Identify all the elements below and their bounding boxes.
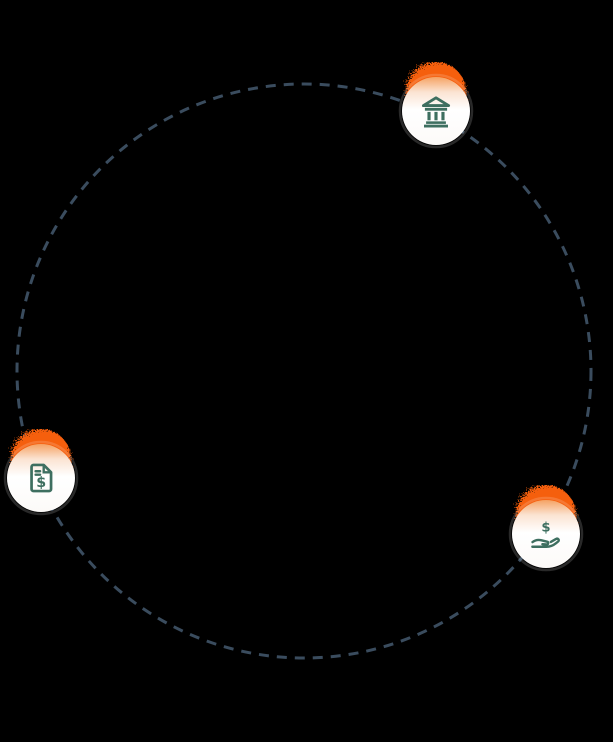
invoice-document-icon: $	[30, 463, 53, 493]
document-text-lines	[34, 470, 42, 476]
bank-column	[427, 111, 431, 121]
disc-halo	[398, 73, 474, 149]
document-outline	[30, 463, 53, 493]
hand-thumb	[531, 538, 550, 546]
bank-base	[426, 121, 446, 124]
document-fold-corner	[42, 465, 51, 474]
white-disc	[7, 444, 75, 512]
badge-invoice: $	[3, 429, 79, 516]
dollar-symbol: $	[541, 521, 550, 536]
badge-payout: $	[508, 485, 584, 572]
dollar-symbol: $	[36, 475, 46, 491]
badge-bank	[398, 62, 474, 149]
bank-pediment	[421, 96, 451, 108]
bank-architrave	[424, 107, 448, 111]
bank-base-wide	[424, 124, 448, 128]
hand-money-icon: $	[531, 521, 560, 548]
disc-halo	[508, 496, 584, 572]
disc-halo	[3, 440, 79, 516]
bank-building-icon	[421, 96, 451, 128]
dashed-orbit-circle	[15, 82, 593, 660]
bank-column	[441, 111, 445, 121]
hand-palm	[531, 537, 560, 548]
white-disc	[402, 77, 470, 145]
bank-column	[434, 111, 438, 121]
white-disc	[512, 500, 580, 568]
